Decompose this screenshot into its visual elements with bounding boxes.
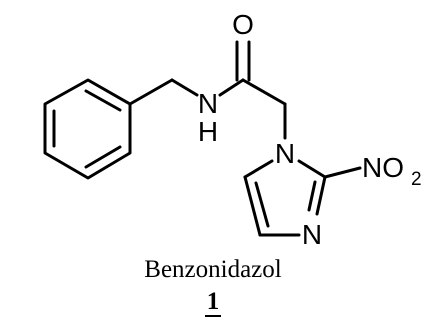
bond-carbonyl-to-ch2 — [241, 78, 287, 106]
carbonyl-oxygen-label: O — [232, 9, 254, 40]
compound-number-text: 1 — [204, 288, 222, 317]
benzene-double-bond-2 — [84, 145, 122, 169]
benzene-ring — [43, 78, 132, 180]
bond-n1-to-c2 — [297, 159, 327, 179]
ring-nitrogen-3-label: N — [302, 219, 322, 250]
ring-nitrogen-1-label: N — [275, 138, 295, 169]
compound-name: Benzonidazol — [144, 256, 282, 283]
bond-c4-to-c5-inner — [254, 181, 270, 228]
benzene-double-bond-1 — [84, 89, 122, 112]
nitro-group-label: NO — [362, 152, 404, 183]
amide-hydrogen-label: H — [198, 116, 218, 147]
bond-ch2-to-nh — [170, 78, 199, 97]
nitroimidazole-ring — [243, 159, 362, 237]
amide-nitrogen-label: N — [198, 88, 218, 119]
bond-c4-to-c5 — [243, 175, 262, 237]
amide-chain — [128, 40, 287, 140]
bond-c2-to-n3-inner — [307, 180, 317, 212]
bond-ring-to-ch2 — [128, 78, 174, 106]
bond-c5-to-n1 — [243, 159, 274, 179]
compound-number: 1 — [0, 288, 426, 317]
benzene-ring-outline — [43, 78, 132, 180]
nitro-subscript-label: 2 — [411, 169, 422, 190]
bond-c2-to-nitro — [323, 166, 362, 179]
bond-c2-to-n3 — [315, 175, 327, 216]
bond-nh-to-carbonyl — [218, 78, 245, 97]
